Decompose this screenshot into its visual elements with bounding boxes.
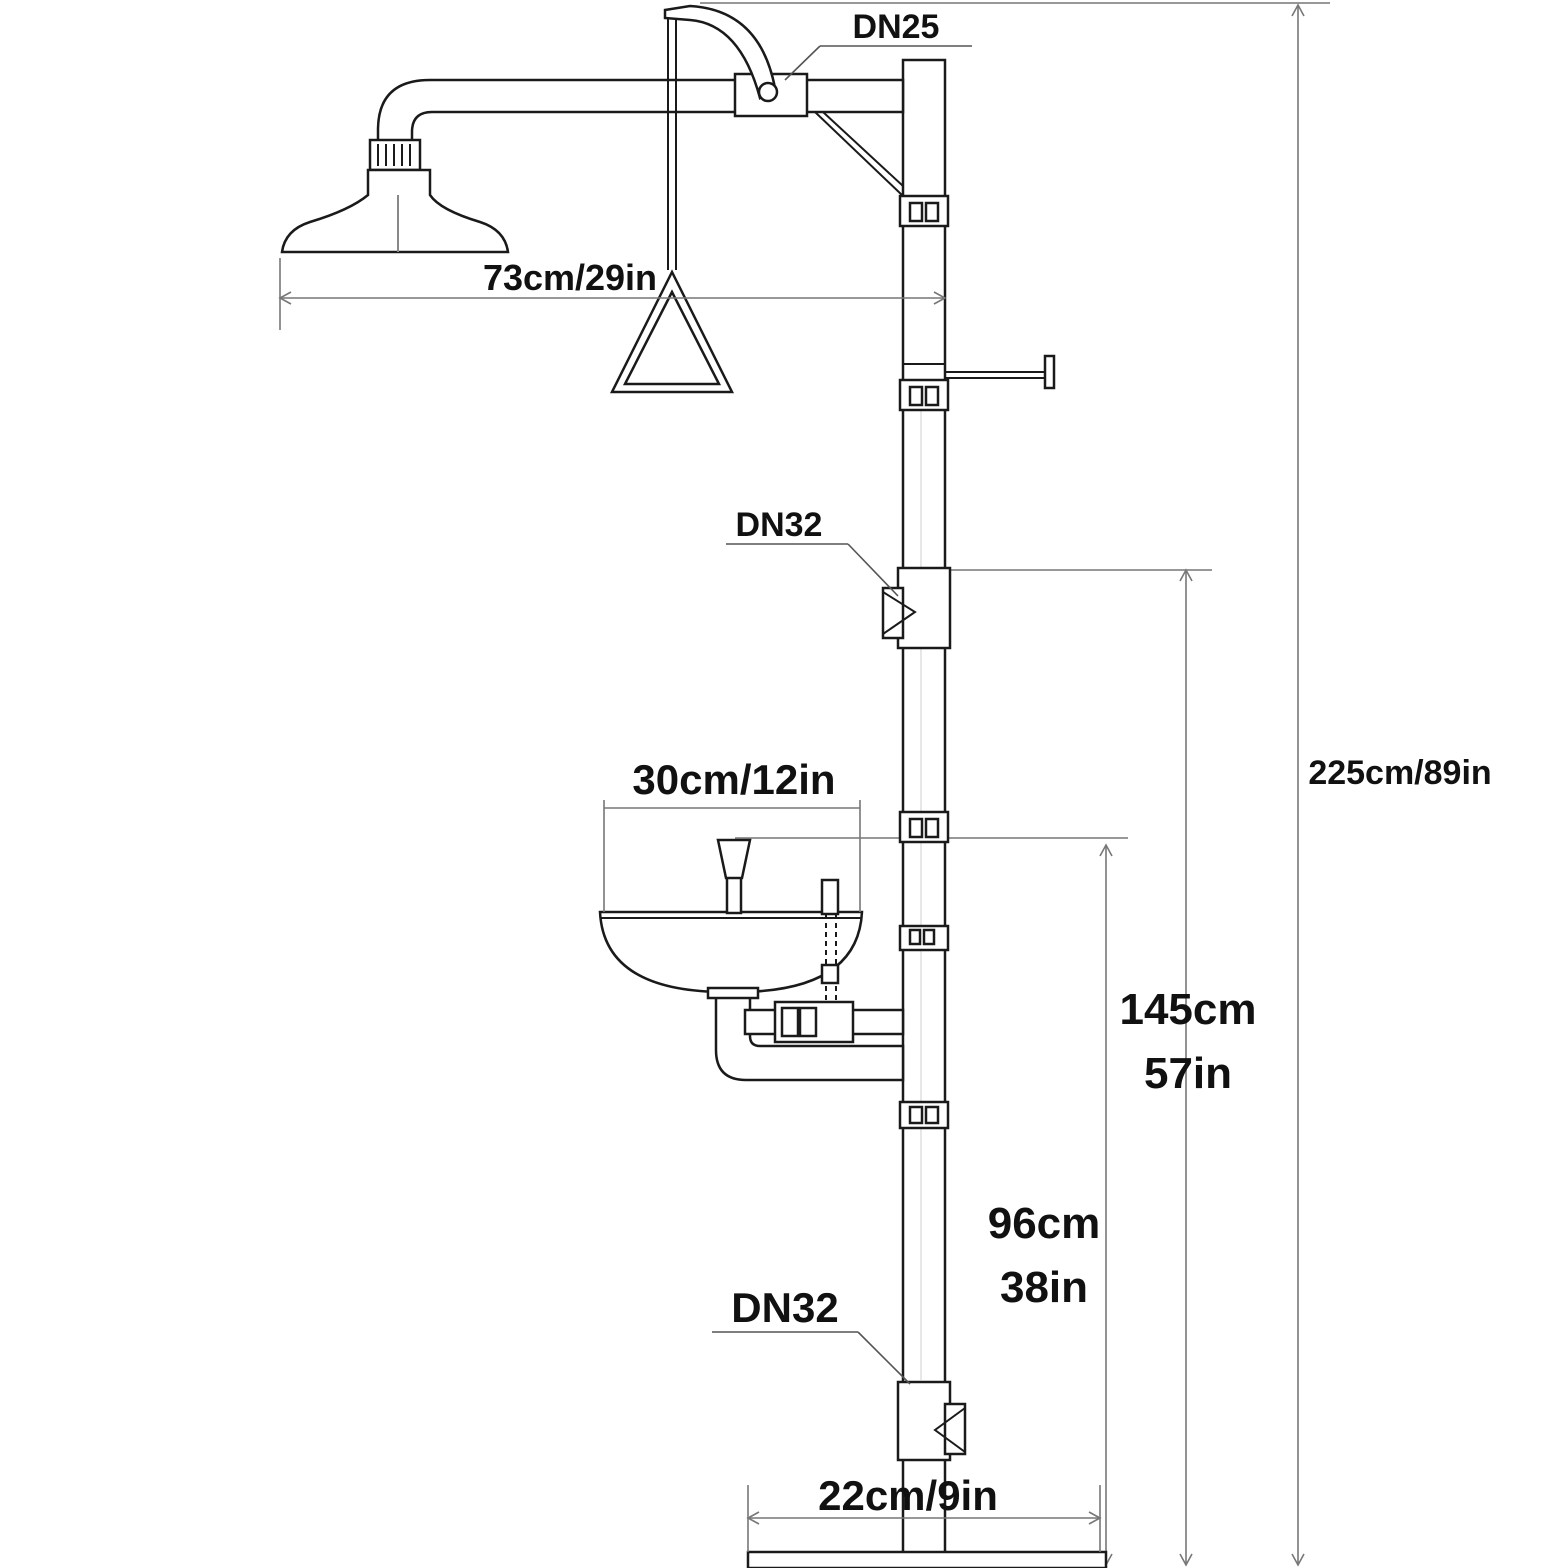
shower-valve xyxy=(663,4,809,118)
shower-reach-label: 73cm/29in xyxy=(483,257,657,298)
pipe-couplings xyxy=(898,194,950,1130)
bottom-valve xyxy=(896,1380,967,1462)
shower-valve-height-in-label: 57in xyxy=(1144,1049,1232,1098)
shower-arm xyxy=(376,78,905,197)
bowl-height-in-label: 38in xyxy=(1000,1263,1088,1312)
overall-height-label: 225cm/89in xyxy=(1308,754,1491,792)
shower-head xyxy=(280,138,510,254)
shower-valve-height-cm-label: 145cm xyxy=(1119,985,1256,1034)
top-pipe-size-label: DN25 xyxy=(853,8,940,46)
base-width-dimension xyxy=(746,1485,1102,1552)
base-plate xyxy=(746,1550,1108,1568)
shower-reach-dimension xyxy=(278,258,947,330)
leader-lines xyxy=(712,45,972,1385)
pull-handle xyxy=(609,18,735,394)
bowl-width-dimension xyxy=(603,800,861,912)
bowl-piping xyxy=(706,986,905,1082)
bottom-pipe-size-label: DN32 xyxy=(731,1284,838,1331)
eyewash-bowl xyxy=(598,838,864,1010)
overall-height-dimension xyxy=(700,2,1330,1567)
middle-valve xyxy=(881,566,952,650)
middle-pipe-size-label: DN32 xyxy=(736,506,823,544)
bowl-height-cm-label: 96cm xyxy=(988,1199,1101,1248)
side-lever xyxy=(945,354,1056,390)
base-width-label: 22cm/9in xyxy=(818,1472,998,1519)
bowl-width-label: 30cm/12in xyxy=(632,756,835,803)
shower-valve-height-dimension xyxy=(945,568,1212,1567)
